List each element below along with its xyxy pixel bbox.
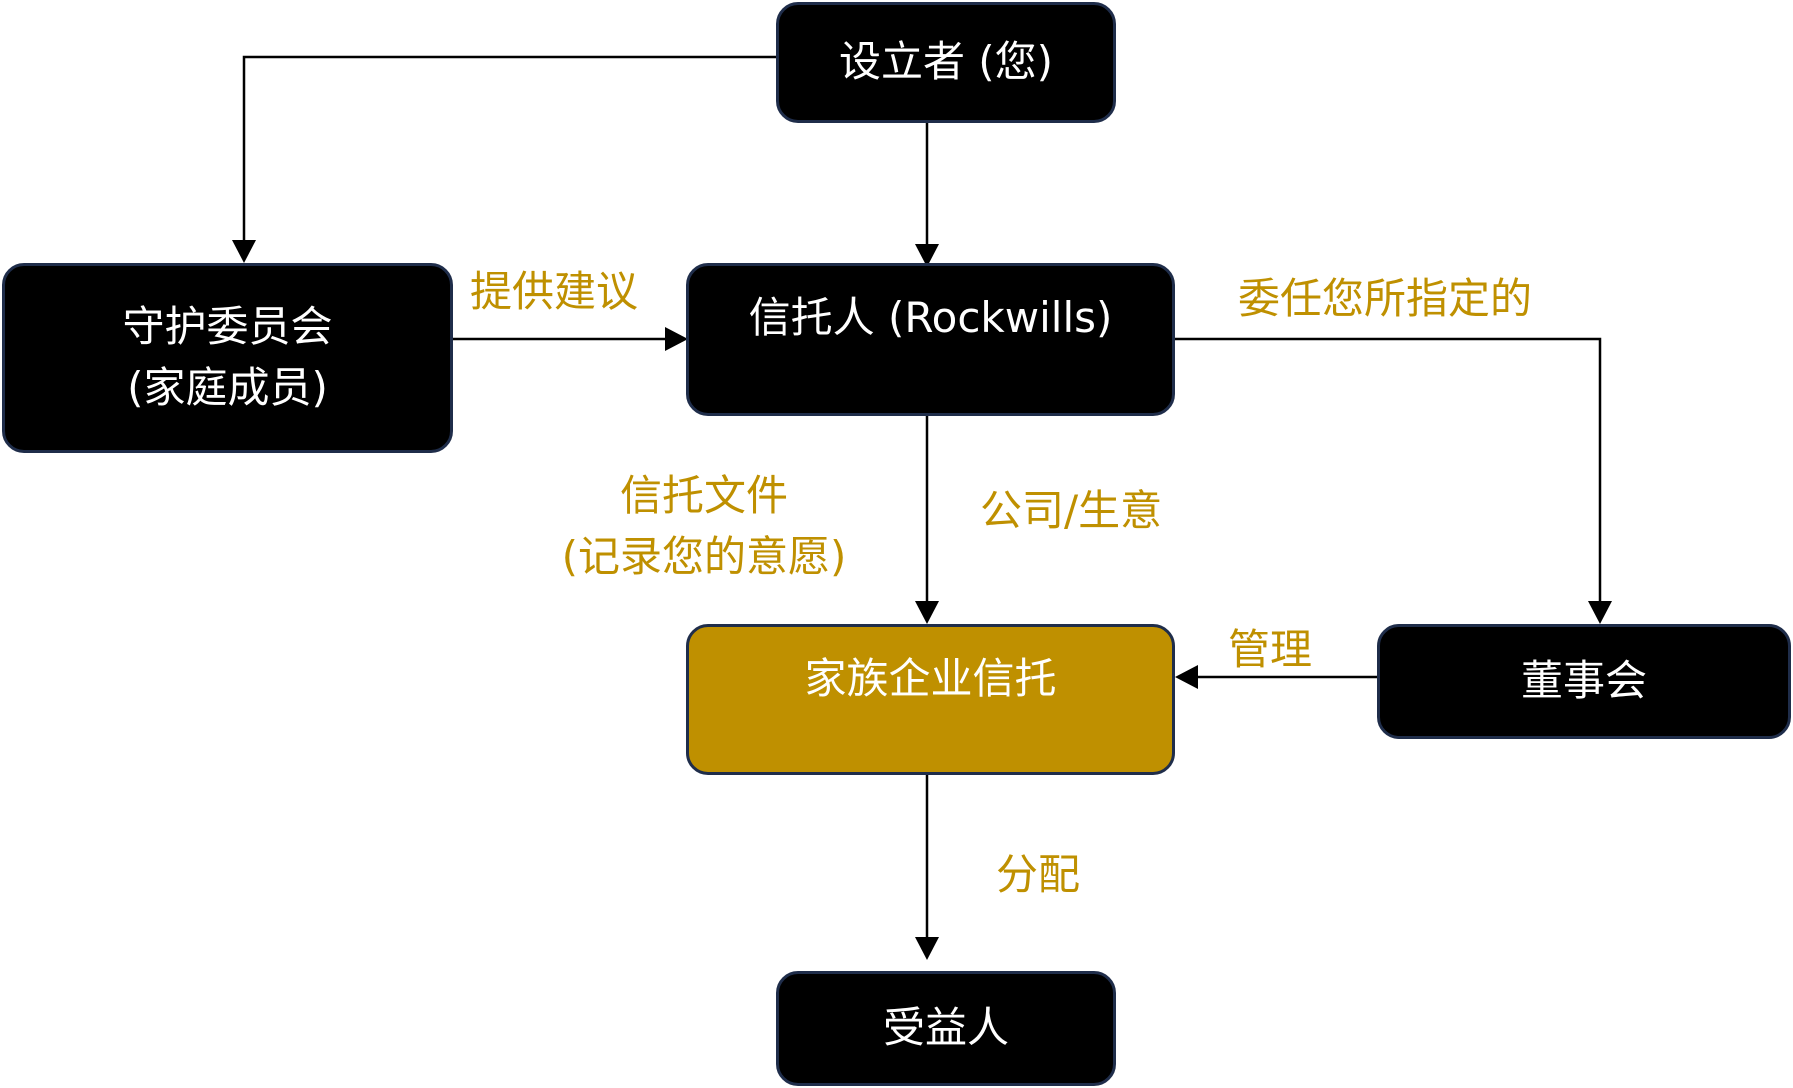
trust-deed-label: 信托文件 (记录您的意愿) — [561, 471, 847, 581]
beneficiary-node: 受益人 — [776, 971, 1116, 1086]
trustee-node: 信托人 (Rockwills) — [686, 263, 1175, 416]
family-trust-node: 家族企业信托 — [686, 624, 1175, 775]
arrowhead-family-trust-top — [915, 601, 939, 624]
protector-node: 守护委员会 (家庭成员) — [2, 263, 453, 453]
arrowhead-trustee-top — [915, 244, 939, 267]
board-node: 董事会 — [1377, 624, 1791, 739]
protector-label: 守护委员会 (家庭成员) — [122, 302, 333, 412]
family-trust-label: 家族企业信托 — [804, 654, 1057, 703]
company-label: 公司/生意 — [980, 486, 1163, 535]
arrowhead-protector — [232, 240, 256, 263]
distribute-label: 分配 — [996, 850, 1081, 899]
advice-label: 提供建议 — [470, 267, 639, 316]
arrowhead-beneficiary — [915, 937, 939, 960]
settlor-node: 设立者 (您) — [776, 2, 1116, 123]
arrowhead-family-trust-right — [1175, 665, 1198, 689]
arrowhead-trustee-left — [665, 327, 688, 351]
appoint-label: 委任您所指定的 — [1238, 274, 1533, 323]
board-label: 董事会 — [1520, 656, 1647, 706]
manage-label: 管理 — [1228, 625, 1313, 674]
settlor-label: 设立者 (您) — [838, 37, 1054, 87]
edge-settlor-to-protector — [242, 55, 776, 240]
beneficiary-label: 受益人 — [882, 1003, 1009, 1053]
trustee-label: 信托人 (Rockwills) — [748, 293, 1113, 342]
arrowhead-board — [1588, 601, 1612, 624]
edge-trustee-to-board — [1175, 337, 1602, 605]
